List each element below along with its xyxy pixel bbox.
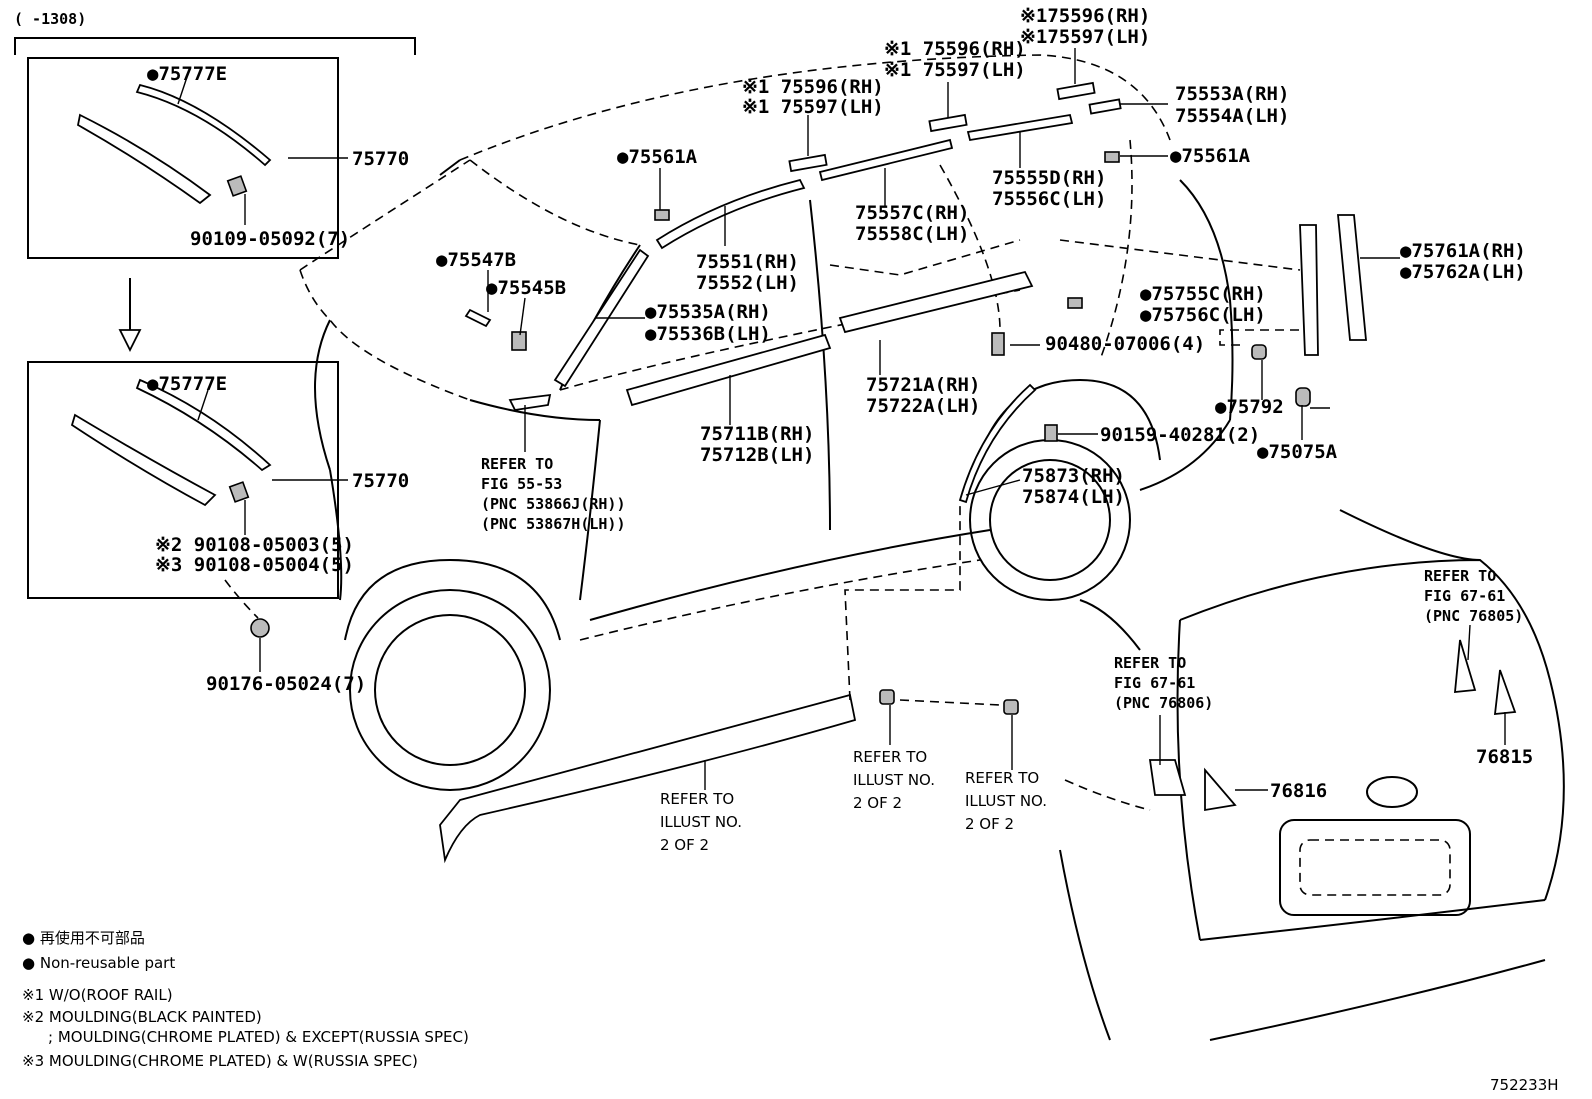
note-3: ※3 MOULDING(CHROME PLATED) & W(RUSSIA SP… [22,1052,418,1070]
legend-non-reusable-en: ● Non-reusable part [22,954,175,972]
label-90108-05003: ※2 90108-05003(5) [155,534,354,556]
label-75756C: ●75756C(LH) [1140,304,1266,326]
vehicle-outline [299,54,1565,1041]
svg-text:ILLUST NO.: ILLUST NO. [965,792,1047,810]
label-75561A-right: ●75561A [1170,145,1251,167]
svg-text:FIG 67-61: FIG 67-61 [1114,674,1195,692]
label-75712B: 75712B(LH) [700,444,814,466]
svg-text:(PNC 76806): (PNC 76806) [1114,694,1213,712]
label-75075A: ●75075A [1257,441,1338,463]
reference-notes: REFER TO FIG 55-53 (PNC 53866J(RH)) (PNC… [481,455,1523,854]
note-2: ※2 MOULDING(BLACK PAINTED) [22,1008,262,1026]
label-75553A: 75553A(RH) [1175,83,1289,105]
label-75561A-left: ●75561A [617,146,698,168]
label-76816: 76816 [1270,780,1327,802]
label-75596-b: ※1 75596(RH) [884,38,1026,60]
label-75557C: 75557C(RH) [855,202,969,224]
ref-illust-rocker: REFER TO ILLUST NO. 2 OF 2 [660,790,742,854]
svg-text:(PNC 53866J(RH)): (PNC 53866J(RH)) [481,495,626,513]
label-75597-c: ※175597(LH) [1020,26,1150,48]
label-75721A: 75721A(RH) [866,374,980,396]
label-75762A: ●75762A(LH) [1400,261,1526,283]
svg-text:REFER TO: REFER TO [1424,567,1496,585]
label-75761A: ●75761A(RH) [1400,240,1526,262]
label-75722A: 75722A(LH) [866,395,980,417]
label-90480-07006: 90480-07006(4) [1045,333,1205,355]
label-75555D: 75555D(RH) [992,167,1106,189]
svg-text:REFER TO: REFER TO [1114,654,1186,672]
svg-text:REFER TO: REFER TO [853,748,927,766]
label-75874: 75874(LH) [1022,486,1125,508]
label-90109-05092: 90109-05092(7) [190,228,350,250]
svg-text:FIG 67-61: FIG 67-61 [1424,587,1505,605]
svg-text:(PNC 53867H(LH)): (PNC 53867H(LH)) [481,515,626,533]
label-75597-b: ※1 75597(LH) [884,59,1026,81]
svg-text:REFER TO: REFER TO [481,455,553,473]
label-90176-05024: 90176-05024(7) [206,673,366,695]
label-75596-a: ※1 75596(RH) [742,76,884,98]
part-labels: ( -1308) ●75777E 75770 90109-05092(7) ●7… [14,5,1533,802]
note-2-continued: ; MOULDING(CHROME PLATED) & EXCEPT(RUSSI… [48,1028,469,1046]
svg-text:ILLUST NO.: ILLUST NO. [660,813,742,831]
ref-illust-clip-a: REFER TO ILLUST NO. 2 OF 2 [853,748,935,812]
label-75792: ●75792 [1215,396,1284,418]
label-75711B: 75711B(RH) [700,423,814,445]
label-75536B: ●75536B(LH) [645,323,771,345]
svg-text:ILLUST NO.: ILLUST NO. [853,771,935,789]
ref-illust-clip-b: REFER TO ILLUST NO. 2 OF 2 [965,769,1047,833]
label-75596-c: ※175596(RH) [1020,5,1150,27]
label-90108-05004: ※3 90108-05004(5) [155,554,354,576]
svg-text:2 OF 2: 2 OF 2 [853,794,902,812]
svg-text:2 OF 2: 2 OF 2 [965,815,1014,833]
label-75873: 75873(RH) [1022,465,1125,487]
parts [70,81,1517,864]
label-75556C: 75556C(LH) [992,188,1106,210]
range-note: ( -1308) [14,10,86,28]
ref-fig-67-61-76805: REFER TO FIG 67-61 (PNC 76805) [1424,567,1523,625]
figure-code: 752233H [1490,1076,1559,1094]
label-75552: 75552(LH) [696,272,799,294]
label-75554A: 75554A(LH) [1175,105,1289,127]
legend-non-reusable-jp: ● 再使用不可部品 [22,929,145,947]
label-75777E-bottom: ●75777E [147,373,227,395]
label-75558C: 75558C(LH) [855,223,969,245]
svg-text:(PNC 76805): (PNC 76805) [1424,607,1523,625]
note-1: ※1 W/O(ROOF RAIL) [22,986,173,1004]
ref-fig-67-61-76806: REFER TO FIG 67-61 (PNC 76806) [1114,654,1213,712]
label-90159-40281: 90159-40281(2) [1100,424,1260,446]
label-75535A: ●75535A(RH) [645,301,771,323]
label-75545B: ●75545B [486,277,566,299]
ref-fig-55-53: REFER TO FIG 55-53 (PNC 53866J(RH)) (PNC… [481,455,626,533]
svg-text:2 OF 2: 2 OF 2 [660,836,709,854]
label-75547B: ●75547B [436,249,516,271]
label-76815: 76815 [1476,746,1533,768]
label-75755C: ●75755C(RH) [1140,283,1266,305]
label-75770-top: 75770 [352,148,409,170]
label-75597-a: ※1 75597(LH) [742,96,884,118]
svg-text:REFER TO: REFER TO [660,790,734,808]
svg-text:REFER TO: REFER TO [965,769,1039,787]
svg-text:FIG 55-53: FIG 55-53 [481,475,562,493]
label-75777E-top: ●75777E [147,63,227,85]
leader-lines [177,48,1506,811]
label-75551: 75551(RH) [696,251,799,273]
legend: ● 再使用不可部品 ● Non-reusable part ※1 W/O(ROO… [22,929,1559,1094]
label-75770-bottom: 75770 [352,470,409,492]
